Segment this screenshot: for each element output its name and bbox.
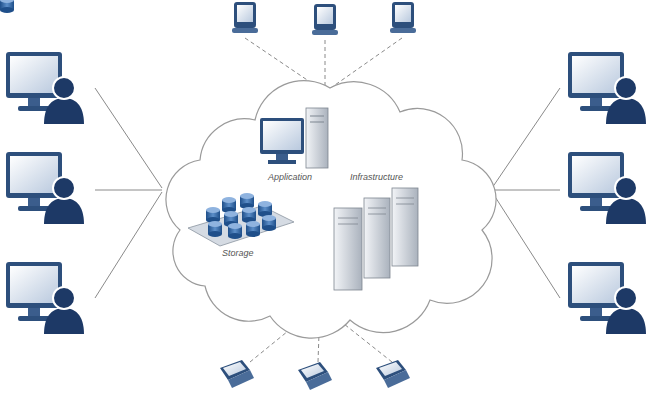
user-desktop <box>6 152 84 224</box>
user-desktop <box>568 152 646 224</box>
user-desktop <box>568 52 646 124</box>
tablet-device <box>232 2 258 33</box>
component-label: Infrastructure <box>350 172 403 182</box>
mobile-phone <box>376 360 410 388</box>
user-desktop <box>6 262 84 334</box>
tablet-device <box>312 4 338 35</box>
component-label: Storage <box>222 248 254 258</box>
infrastructure-servers <box>334 188 418 290</box>
user-desktop <box>6 52 84 124</box>
cloud-shape <box>166 81 496 338</box>
application-computer <box>260 108 328 168</box>
user-desktop <box>568 262 646 334</box>
connection-lines <box>95 38 560 362</box>
mobile-phone <box>298 362 332 390</box>
component-label: Application <box>268 172 312 182</box>
tablet-device <box>390 2 416 33</box>
mobile-phone <box>220 360 254 388</box>
storage-disks <box>0 0 294 246</box>
